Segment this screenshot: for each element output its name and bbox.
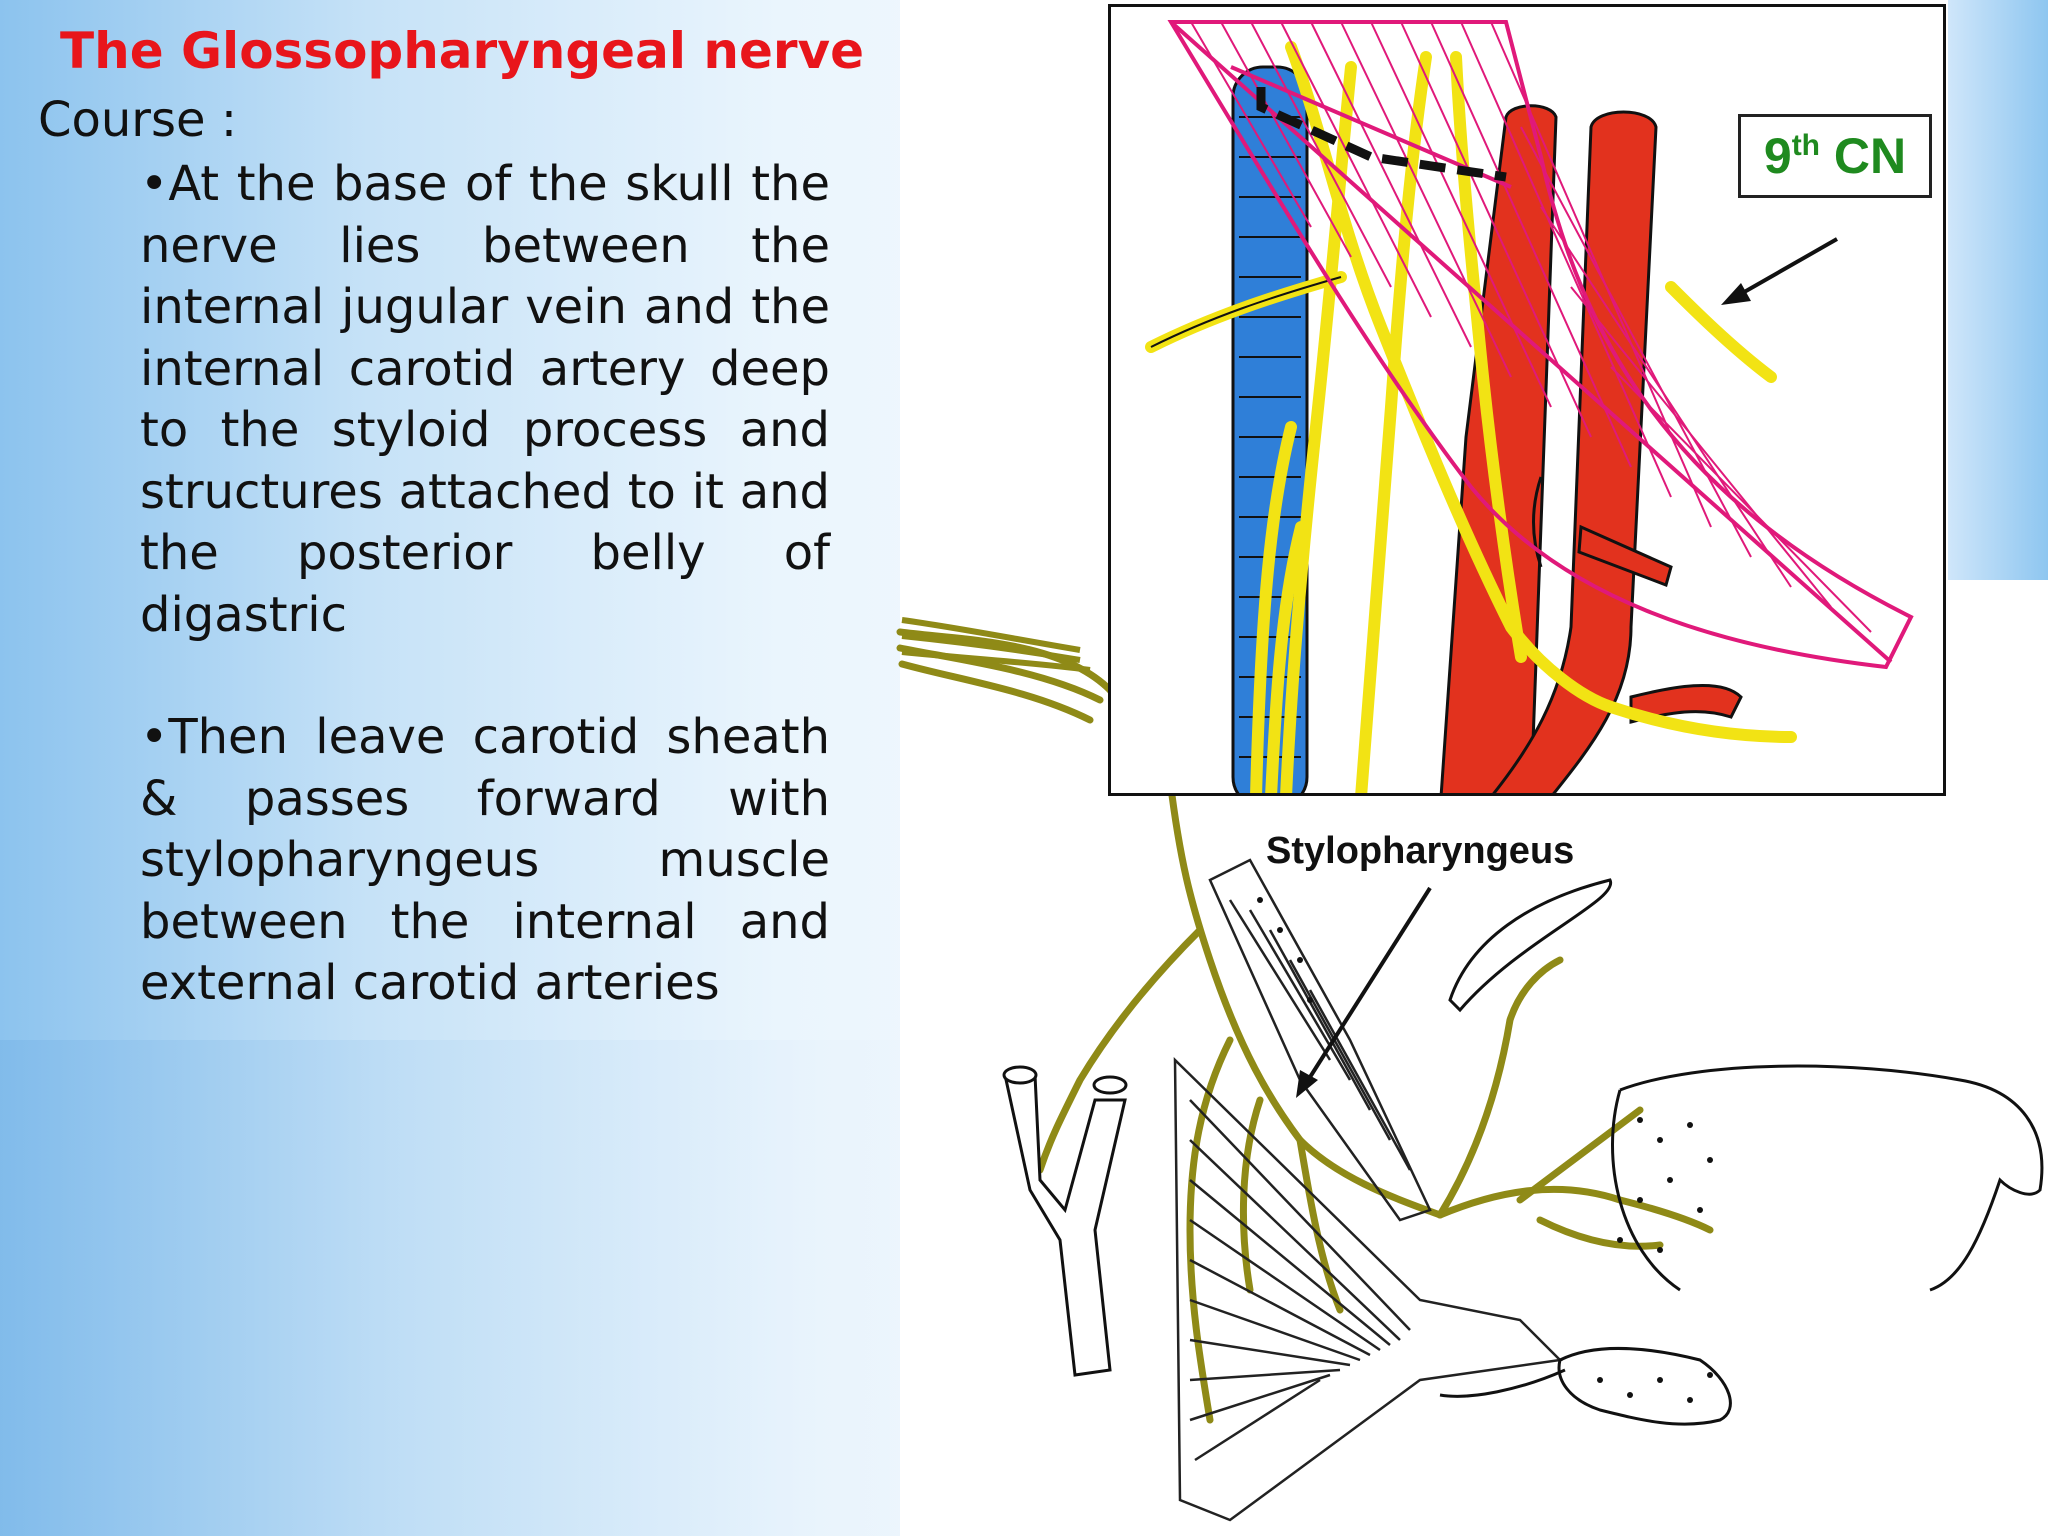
internal-carotid-artery (1439, 104, 1558, 793)
carotid-sheath-diagram (1145, 20, 1914, 793)
external-carotid-artery (1492, 110, 1658, 793)
stylopharyngeus-arrow (1296, 886, 1432, 1098)
stylopharyngeus-muscle (1173, 858, 1563, 1522)
course-heading: Course : (38, 92, 238, 148)
figure-corner-gradient (1948, 0, 2048, 580)
bullet-paragraph-1: •At the base of the skull the nerve lies… (140, 156, 830, 643)
cranial-nerve-arrow (1721, 237, 1838, 305)
ninth-cranial-nerve-label: 9th CN (1738, 114, 1932, 198)
cn-number: 9 (1763, 128, 1792, 184)
digastric-muscle-hatching (1190, 21, 1872, 633)
nerve-outlines (1150, 276, 1342, 348)
slide-title: The Glossopharyngeal nerve (60, 22, 865, 80)
tongue-outline (1439, 878, 2044, 1426)
carotid-tube-sketch (1002, 1065, 1128, 1377)
cn-abbreviation: CN (1820, 128, 1907, 184)
stylopharyngeus-label: Stylopharyngeus (1266, 830, 1575, 872)
tongue-stipple (1257, 897, 1713, 1403)
bullet-paragraph-2: •Then leave carotid sheath & passes forw… (140, 709, 830, 1011)
artery-branch-1 (1577, 524, 1673, 587)
cn-ordinal-suffix: th (1791, 129, 1821, 162)
nerve-rootlets (901, 617, 1091, 673)
styloid-process-dashed (1256, 87, 1507, 182)
